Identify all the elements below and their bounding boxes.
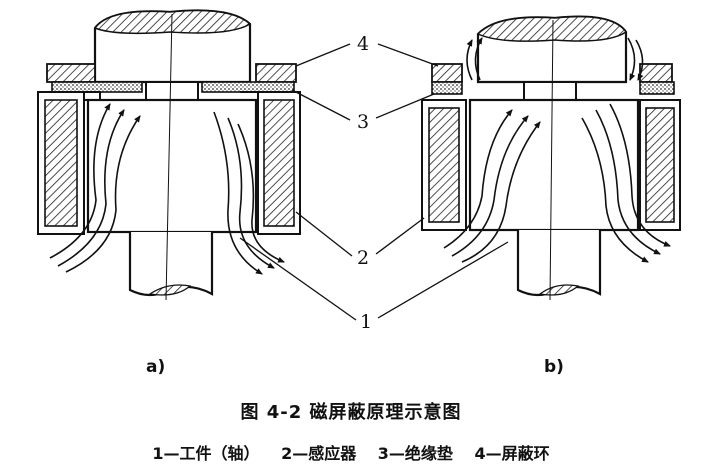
callout-2: 2 [357, 247, 369, 269]
figure-caption-title: 图 4-2 磁屏蔽原理示意图 [240, 402, 462, 423]
workpiece-shaft-b [468, 15, 640, 301]
flux-lines-a [49, 103, 285, 275]
panel-label-b: b) [544, 357, 564, 377]
callout-leaders [239, 43, 509, 321]
legend-item-inductor: 2—感应器 [281, 444, 357, 463]
callout-4: 4 [357, 33, 369, 55]
callout-3: 3 [357, 111, 369, 133]
inductor-a [37, 91, 301, 235]
inductor-b [421, 99, 681, 231]
shield-ring-b [431, 63, 673, 83]
panel-label-a: a) [146, 357, 165, 377]
callout-1: 1 [360, 311, 372, 333]
legend-item-shield-ring: 4—屏蔽环 [474, 444, 550, 463]
workpiece-shaft-a [86, 9, 258, 301]
legend-item-insulating-pad: 3—绝缘垫 [377, 444, 453, 463]
flux-lines-b [443, 37, 671, 263]
legend-item-workpiece: 1—工件（轴） [152, 444, 260, 463]
figure-legend: 1—工件（轴） 2—感应器 3—绝缘垫 4—屏蔽环 [0, 440, 702, 464]
panel-a [37, 9, 301, 301]
insulating-pad-b [431, 81, 675, 95]
panel-b [421, 15, 681, 301]
